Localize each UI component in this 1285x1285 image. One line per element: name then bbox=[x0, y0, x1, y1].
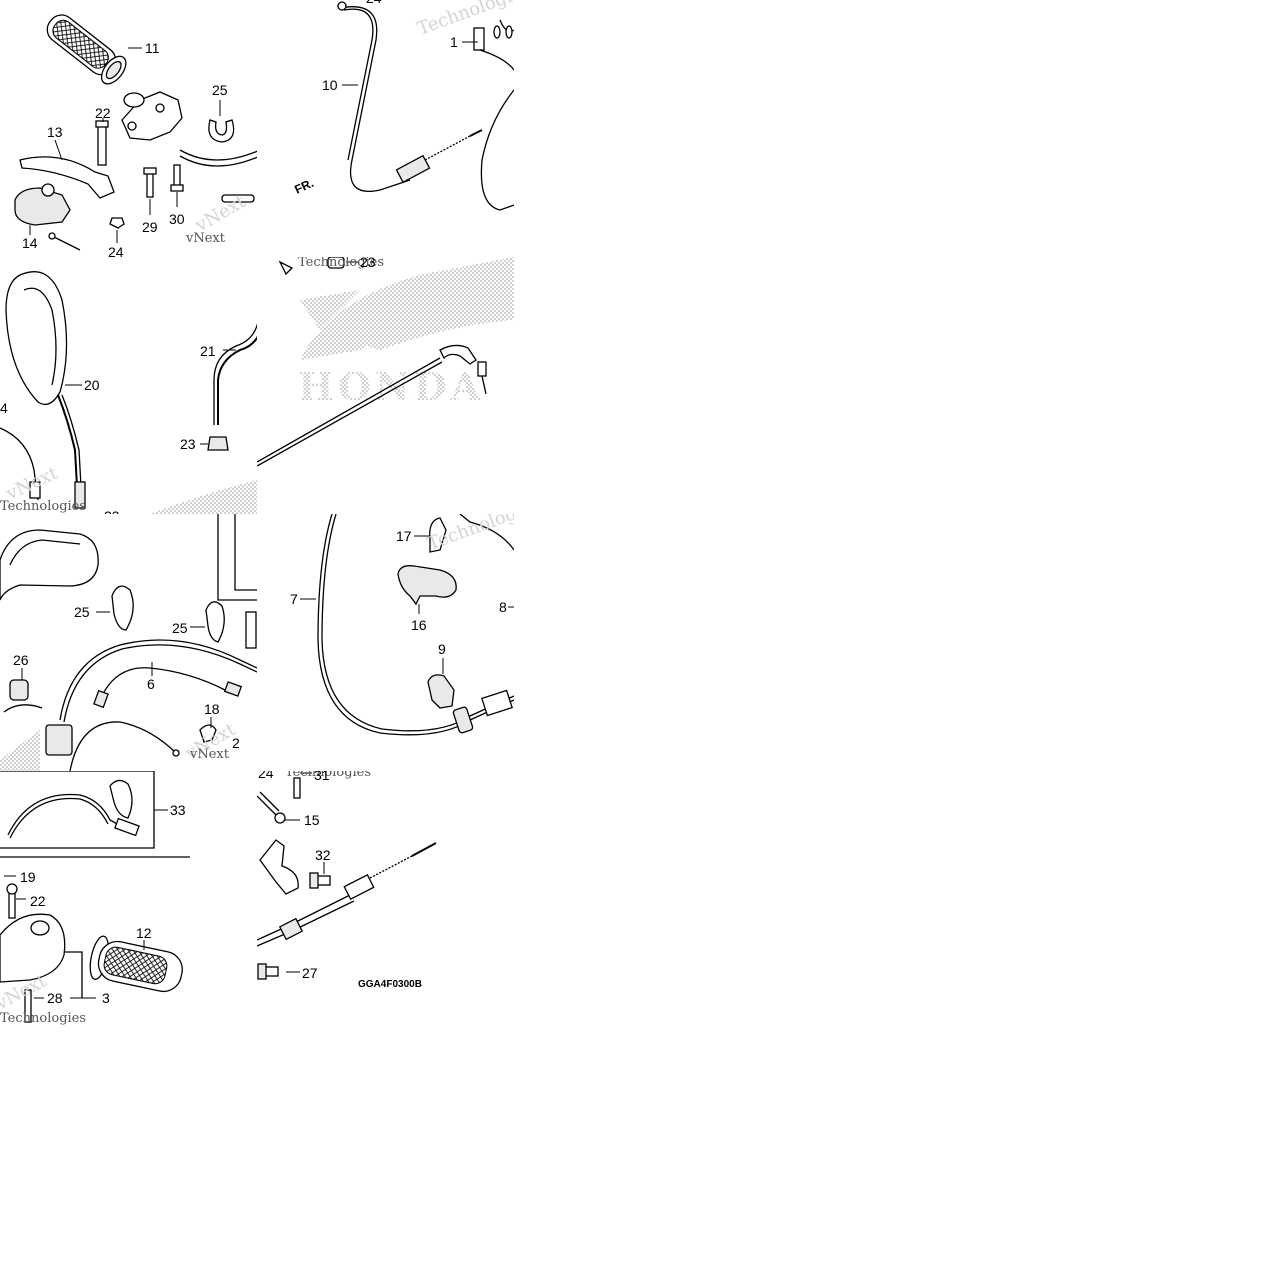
callout-28: 28 bbox=[47, 990, 63, 1006]
callout-13: 13 bbox=[47, 124, 63, 140]
watermark-text: Technologies bbox=[285, 765, 371, 780]
diagram-code: GGA4F0300B bbox=[358, 979, 422, 990]
callout-20: 20 bbox=[84, 377, 100, 393]
tile-mirror-left: vNext Technologies 20 4 21 23 23 bbox=[0, 271, 257, 524]
tile-brand-logo: HONDA Technologies 23 bbox=[257, 254, 514, 467]
callout-4: 4 bbox=[0, 400, 8, 416]
watermark-text: vNext bbox=[191, 191, 250, 237]
tile-handlebar-left-controls: vNext vNext 11 25 22 13 29 30 14 24 bbox=[14, 14, 257, 260]
tile-brake-cable-end: Technologies 24 31 15 32 27 GGA4F0300B bbox=[257, 765, 437, 990]
callout-22: 22 bbox=[95, 105, 111, 121]
callout-18: 18 bbox=[204, 701, 220, 717]
callout-16: 16 bbox=[411, 617, 427, 633]
callout-23: 23 bbox=[360, 254, 376, 270]
callout-19: 19 bbox=[20, 869, 36, 885]
watermark-text: Technologies bbox=[0, 499, 86, 514]
tile-throttle-cable-guides: Technologies 17 7 16 8 9 bbox=[290, 514, 514, 736]
callout-25: 25 bbox=[172, 620, 188, 636]
callout-25: 25 bbox=[212, 82, 228, 98]
callout-29: 29 bbox=[142, 219, 158, 235]
callout-14: 14 bbox=[22, 235, 38, 251]
callout-2: 2 bbox=[232, 735, 240, 751]
callout-24: 24 bbox=[366, 0, 382, 6]
grip-right-part bbox=[89, 935, 183, 993]
direction-label: FR. bbox=[292, 176, 315, 197]
watermark-text: vNext bbox=[185, 231, 226, 246]
tile-cables-top: Technologies FR. 24 1 10 bbox=[292, 0, 514, 211]
callout-31: 31 bbox=[314, 767, 330, 783]
callout-10: 10 bbox=[322, 77, 338, 93]
callout-8: 8 bbox=[499, 599, 507, 615]
callout-27: 27 bbox=[302, 965, 318, 981]
callout-30: 30 bbox=[169, 211, 185, 227]
watermark-text: Technologies bbox=[0, 1011, 86, 1026]
callout-21: 21 bbox=[200, 343, 216, 359]
callout-33: 33 bbox=[170, 802, 186, 818]
callout-9: 9 bbox=[438, 641, 446, 657]
tile-handlebar-right-controls: vNext Technologies 33 19 22 12 28 3 bbox=[0, 771, 190, 1026]
callout-24: 24 bbox=[258, 765, 274, 781]
callout-23: 23 bbox=[180, 436, 196, 452]
callout-11: 11 bbox=[145, 40, 160, 56]
callout-26: 26 bbox=[13, 652, 29, 668]
callout-24: 24 bbox=[108, 244, 124, 260]
watermark-text: Technologies bbox=[298, 255, 384, 270]
grip-left-part bbox=[46, 14, 127, 85]
callout-25: 25 bbox=[74, 604, 90, 620]
callout-1: 1 bbox=[450, 34, 458, 50]
callout-12: 12 bbox=[136, 925, 152, 941]
callout-23: 23 bbox=[104, 508, 120, 524]
watermark-text: vNext bbox=[189, 747, 230, 762]
callout-7: 7 bbox=[290, 591, 298, 607]
callout-32: 32 bbox=[315, 847, 331, 863]
callout-17: 17 bbox=[396, 528, 412, 544]
callout-15: 15 bbox=[304, 812, 320, 828]
callout-3: 3 bbox=[102, 990, 110, 1006]
tile-mirror-right-harness: vNext vNext 25 25 26 6 18 2 bbox=[0, 514, 257, 771]
callout-22: 22 bbox=[30, 893, 46, 909]
callout-6: 6 bbox=[147, 676, 155, 692]
